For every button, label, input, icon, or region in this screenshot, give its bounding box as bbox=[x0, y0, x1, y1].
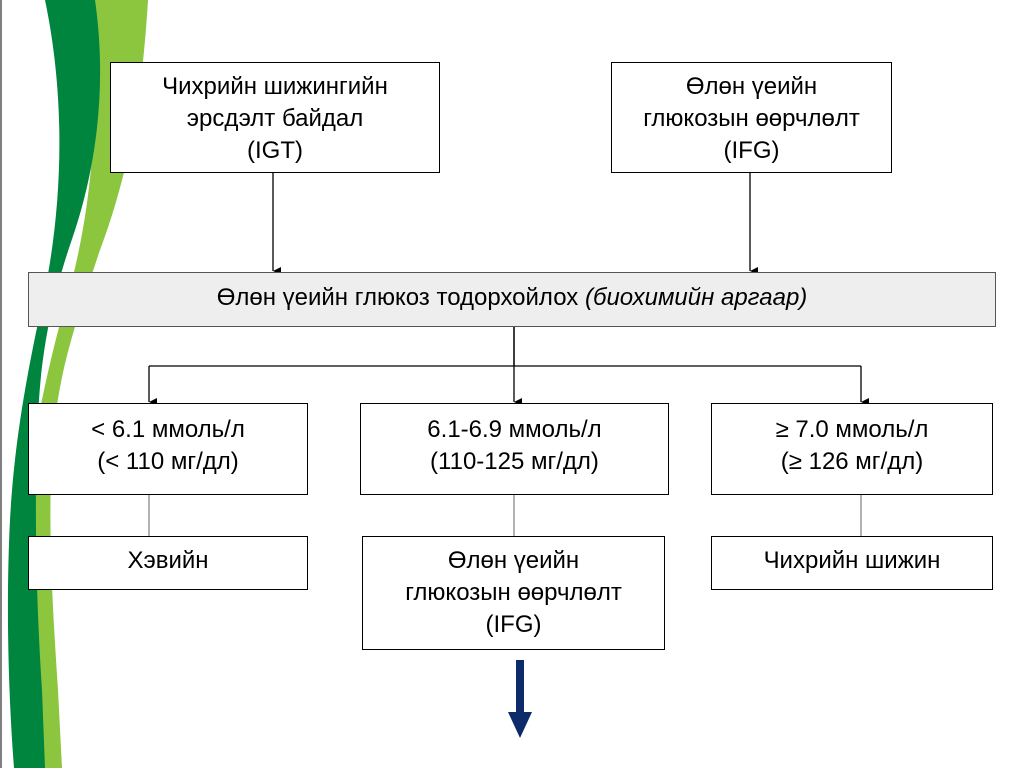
range-low-mg: (< 110 мг/дл) bbox=[97, 448, 239, 475]
ifg-top-line-3: (IFG) bbox=[723, 137, 780, 164]
outcome-ifg-line-3: (IFG) bbox=[485, 611, 542, 638]
range-low-mmol: < 6.1 ммоль/л bbox=[91, 416, 245, 443]
down-arrow-icon bbox=[508, 660, 532, 738]
banner-text: Өлөн үеийн глюкоз тодорхойлох bbox=[216, 284, 585, 311]
igt-box: Чихрийн шижингийн эрсдэлт байдал (IGT) bbox=[110, 62, 440, 173]
outcome-normal-box: Хэвийн bbox=[28, 536, 308, 590]
light-green-ribbon bbox=[20, 0, 148, 768]
range-mid-mmol: 6.1-6.9 ммоль/л bbox=[427, 416, 602, 443]
range-box-mid: 6.1-6.9 ммоль/л (110-125 мг/дл) bbox=[360, 403, 669, 495]
range-high-mg: (≥ 126 мг/дл) bbox=[780, 448, 924, 475]
down-arrow-head bbox=[508, 712, 532, 738]
banner-italic-text: (биохимийн аргаар) bbox=[584, 284, 808, 311]
igt-line-3: (IGT) bbox=[247, 137, 303, 164]
down-arrow-shaft bbox=[516, 660, 524, 714]
ifg-top-line-2: глюкозын өөрчлөлт bbox=[643, 105, 860, 132]
outcome-ifg-box: Өлөн үеийн глюкозын өөрчлөлт (IFG) bbox=[362, 536, 665, 650]
fasting-glucose-banner: Өлөн үеийн глюкоз тодорхойлох (биохимийн… bbox=[28, 272, 996, 327]
range-box-high: ≥ 7.0 ммоль/л (≥ 126 мг/дл) bbox=[711, 403, 993, 495]
outcome-diabetes-label: Чихрийн шижин bbox=[763, 547, 941, 574]
ifg-top-box: Өлөн үеийн глюкозын өөрчлөлт (IFG) bbox=[611, 62, 892, 173]
ifg-top-line-1: Өлөн үеийн bbox=[685, 73, 818, 100]
outcome-ifg-line-2: глюкозын өөрчлөлт bbox=[405, 579, 622, 606]
outcome-ifg-line-1: Өлөн үеийн bbox=[447, 547, 580, 574]
range-high-mmol: ≥ 7.0 ммоль/л bbox=[775, 416, 929, 443]
slide-left-border bbox=[0, 0, 2, 768]
igt-line-1: Чихрийн шижингийн bbox=[162, 73, 388, 100]
outcome-diabetes-box: Чихрийн шижин bbox=[711, 536, 993, 590]
range-mid-mg: (110-125 мг/дл) bbox=[430, 448, 599, 475]
range-box-low: < 6.1 ммоль/л (< 110 мг/дл) bbox=[28, 403, 308, 495]
outcome-normal-label: Хэвийн bbox=[127, 547, 209, 574]
igt-line-2: эрсдэлт байдал bbox=[186, 105, 364, 132]
